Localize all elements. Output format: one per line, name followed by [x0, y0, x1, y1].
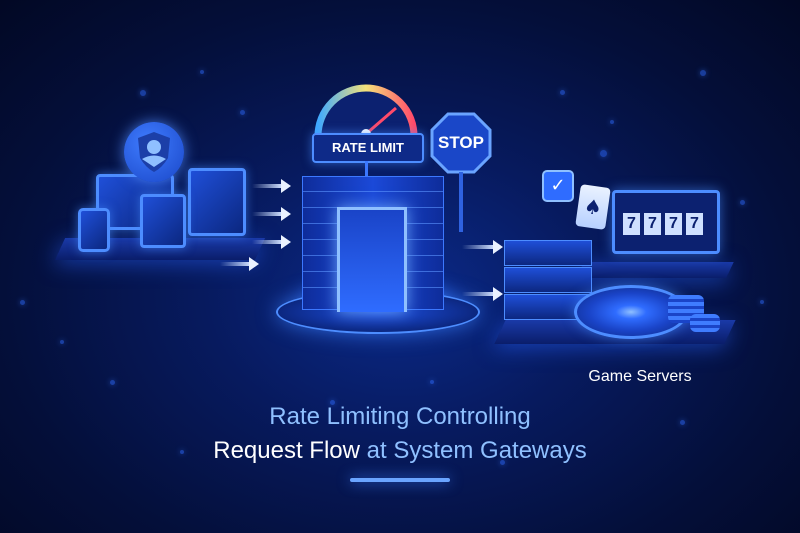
- tablet-icon: [140, 194, 186, 248]
- allowed-arrow-2: [462, 287, 503, 301]
- request-arrow-1: [252, 179, 291, 193]
- gauge-post: [365, 161, 368, 177]
- request-arrow-4: [220, 257, 259, 271]
- slot-reel: 7: [623, 213, 640, 235]
- stop-sign-icon: STOP: [430, 112, 492, 174]
- user-shield-icon: [124, 122, 184, 182]
- bottom-glow: [350, 478, 450, 482]
- playing-card-icon: ♠: [575, 184, 611, 230]
- title-line-1: Rate Limiting Controlling: [269, 403, 531, 430]
- title-rest: at System Gateways: [359, 437, 587, 464]
- title-highlight: Request Flow: [213, 437, 360, 464]
- server-rack-icon: [504, 240, 592, 320]
- phone-icon: [78, 208, 110, 252]
- stop-sign-text: STOP: [438, 133, 484, 152]
- large-monitor-icon: [188, 168, 246, 236]
- slot-reel: 7: [644, 213, 661, 235]
- request-arrow-2: [252, 207, 291, 221]
- allowed-arrow-1: [462, 240, 503, 254]
- chip-stack-small-icon: [690, 314, 720, 332]
- rate-gauge-icon: [312, 82, 420, 136]
- checkbox-card-icon: ✓: [542, 170, 574, 202]
- title-line-2: Request Flow at System Gateways: [0, 437, 800, 465]
- gateway-door: [337, 207, 407, 312]
- firewall-wall-icon: [302, 176, 444, 312]
- slot-reel: 7: [686, 213, 703, 235]
- stop-sign-post: [459, 172, 463, 232]
- slot-platform: [576, 262, 734, 278]
- request-arrow-3: [252, 235, 291, 249]
- slot-machine-icon: 7 7 7 7: [612, 190, 720, 254]
- slot-reel: 7: [665, 213, 682, 235]
- game-servers-label: Game Servers: [588, 368, 692, 385]
- rate-limit-label: RATE LIMIT: [312, 133, 424, 163]
